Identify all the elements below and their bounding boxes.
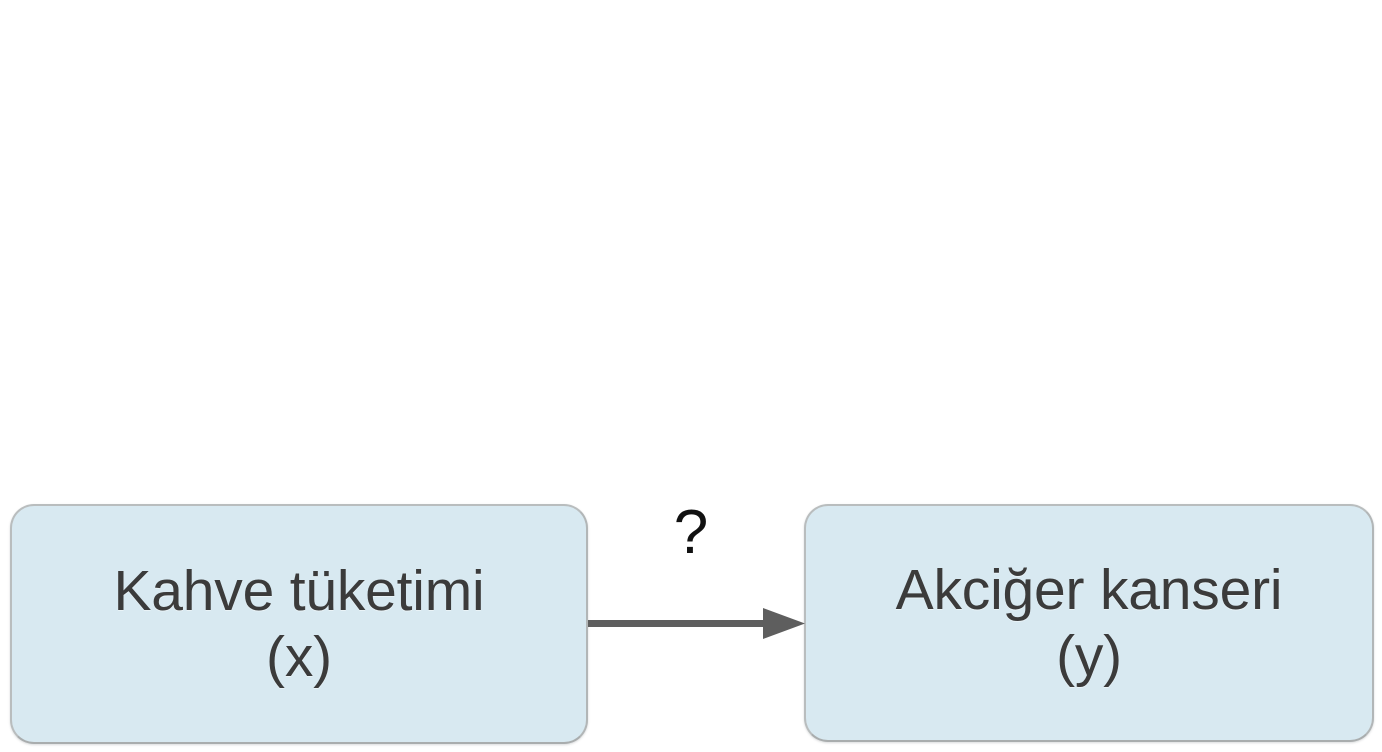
node-effect-label: Akciğer kanseri (y) <box>895 558 1283 688</box>
arrow-head-icon <box>763 608 805 639</box>
edge-question-mark-label: ? <box>673 498 709 567</box>
node-cause-box[interactable]: Kahve tüketimi (x) <box>10 504 588 744</box>
node-effect-box[interactable]: Akciğer kanseri (y) <box>804 504 1374 742</box>
node-cause-label: Kahve tüketimi (x) <box>113 559 485 689</box>
